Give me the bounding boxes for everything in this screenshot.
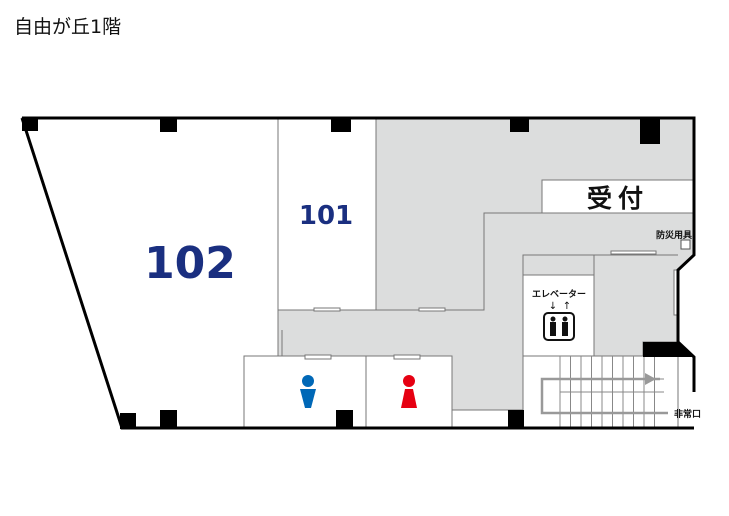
emergency-exit-label: 非常口: [674, 408, 701, 420]
womens-restroom-icon: [401, 375, 417, 408]
stairs[interactable]: [522, 355, 679, 429]
doors: [304, 250, 678, 360]
wall-block: [643, 342, 694, 357]
room-101-label: 101: [299, 201, 353, 231]
stairs-direction-arrow-icon: [645, 373, 656, 385]
svg-text:↓: ↓: [549, 301, 557, 312]
room-102-label: 102: [144, 238, 236, 289]
disaster-supplies-box: [680, 239, 691, 250]
reception-label: 受付: [587, 184, 649, 213]
room-101[interactable]: [277, 117, 377, 311]
mens-restroom-icon: [300, 375, 316, 408]
elevator-icon: ↓ ↑: [543, 301, 575, 341]
floor-title: 自由が丘1階: [14, 16, 122, 38]
svg-text:↑: ↑: [563, 301, 571, 312]
disaster-supplies-label: 防災用具: [656, 229, 692, 241]
reception-counter[interactable]: [541, 179, 695, 214]
elevator-label: エレベーター: [532, 288, 586, 300]
pillars: [22, 117, 660, 429]
